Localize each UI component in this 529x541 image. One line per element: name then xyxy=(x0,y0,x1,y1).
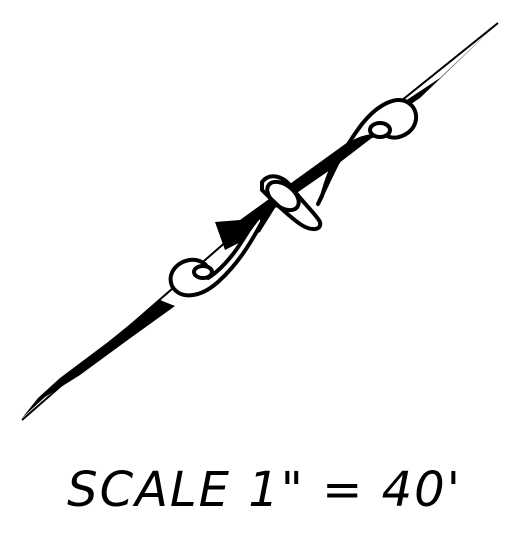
upper-scroll xyxy=(316,98,419,206)
center-loop-ring xyxy=(265,179,301,213)
north-arrow-graphic xyxy=(21,22,499,421)
lower-scroll-eye xyxy=(192,264,214,280)
needle-lower-spike xyxy=(22,300,175,418)
scale-label: SCALE 1" = 40' xyxy=(67,462,462,518)
upper-scroll-eye xyxy=(368,121,392,139)
